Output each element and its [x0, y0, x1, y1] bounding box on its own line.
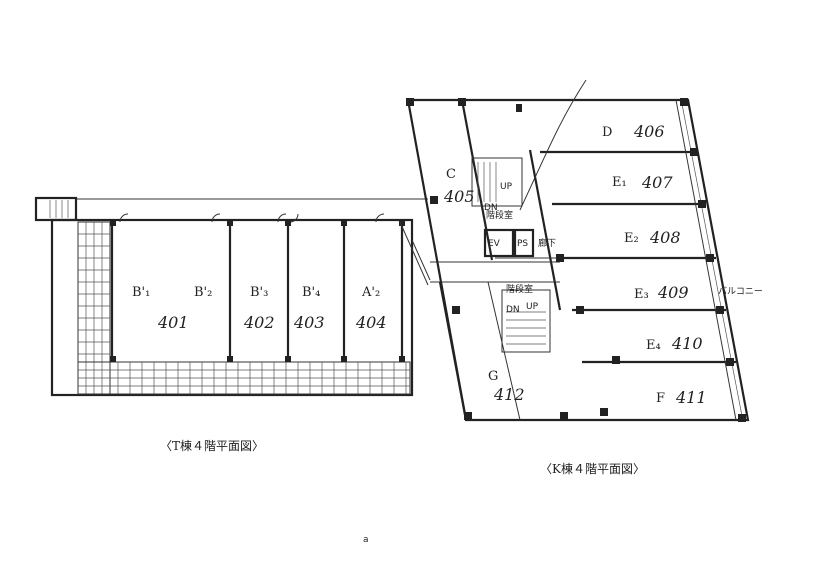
ps-label: PS	[517, 239, 528, 249]
k-room-406-number: 406	[633, 122, 665, 141]
k-room-411-number: 411	[675, 388, 707, 407]
t-room-402-number: 402	[243, 313, 275, 332]
t-room-401-sub-b: B'₂	[194, 285, 212, 300]
k-room-410-number: 410	[671, 334, 703, 353]
t-room-403-number: 403	[293, 313, 325, 332]
t-room-402-sub: B'₃	[250, 285, 268, 300]
ps-box	[513, 228, 535, 258]
ev-label: EV	[488, 239, 501, 249]
k-room-409-number: 409	[657, 283, 689, 302]
t-building-caption: 〈T棟４階平面図〉	[160, 438, 264, 453]
t-room-401-sub-a: B'₁	[132, 285, 150, 300]
t-room-404-number: 404	[355, 313, 387, 332]
k-room-405-number: 405	[443, 187, 475, 206]
k-room-405-sub: C	[446, 167, 456, 182]
k-room-412-number: 412	[493, 385, 525, 404]
bridge-corridor	[399, 221, 431, 286]
k-stair-upper-label: 階段室	[486, 209, 513, 221]
k-room-406-sub: D	[602, 125, 612, 140]
k-stair-lower-label: 階段室	[506, 283, 533, 295]
k-room-408-number: 408	[649, 228, 681, 247]
k-room-412-sub: G	[488, 369, 498, 384]
k-room-409-sub: E₃	[634, 287, 649, 302]
t-building-plan: B'₁ B'₂ 401 B'₃ 402 B'₄ 403 A'₂ 404 〈T棟４…	[34, 196, 428, 453]
k-dn-upper: DN	[484, 203, 498, 213]
footer-mark: a	[363, 535, 369, 545]
corridor-label: 廊下	[538, 237, 556, 249]
ev-box	[483, 228, 515, 258]
k-building-plan: D 406 C 405 E₁ 407 E₂ 408 E₃ 409 E₄ 410 …	[406, 79, 763, 476]
k-room-410-sub: E₄	[646, 338, 661, 353]
t-room-404-sub: A'₂	[361, 285, 380, 300]
k-room-411-sub: F	[656, 391, 665, 406]
k-room-407-sub: E₁	[612, 175, 627, 190]
k-up-upper: UP	[500, 182, 513, 192]
balcony-label: バルコニー	[718, 286, 763, 297]
k-dn-lower: DN	[506, 305, 520, 315]
k-building-caption: 〈K棟４階平面図〉	[540, 461, 645, 476]
k-room-407-number: 407	[641, 173, 673, 192]
t-room-403-sub: B'₄	[302, 285, 320, 300]
k-up-lower: UP	[526, 302, 539, 312]
k-room-408-sub: E₂	[624, 231, 639, 246]
t-room-401-number: 401	[157, 313, 189, 332]
